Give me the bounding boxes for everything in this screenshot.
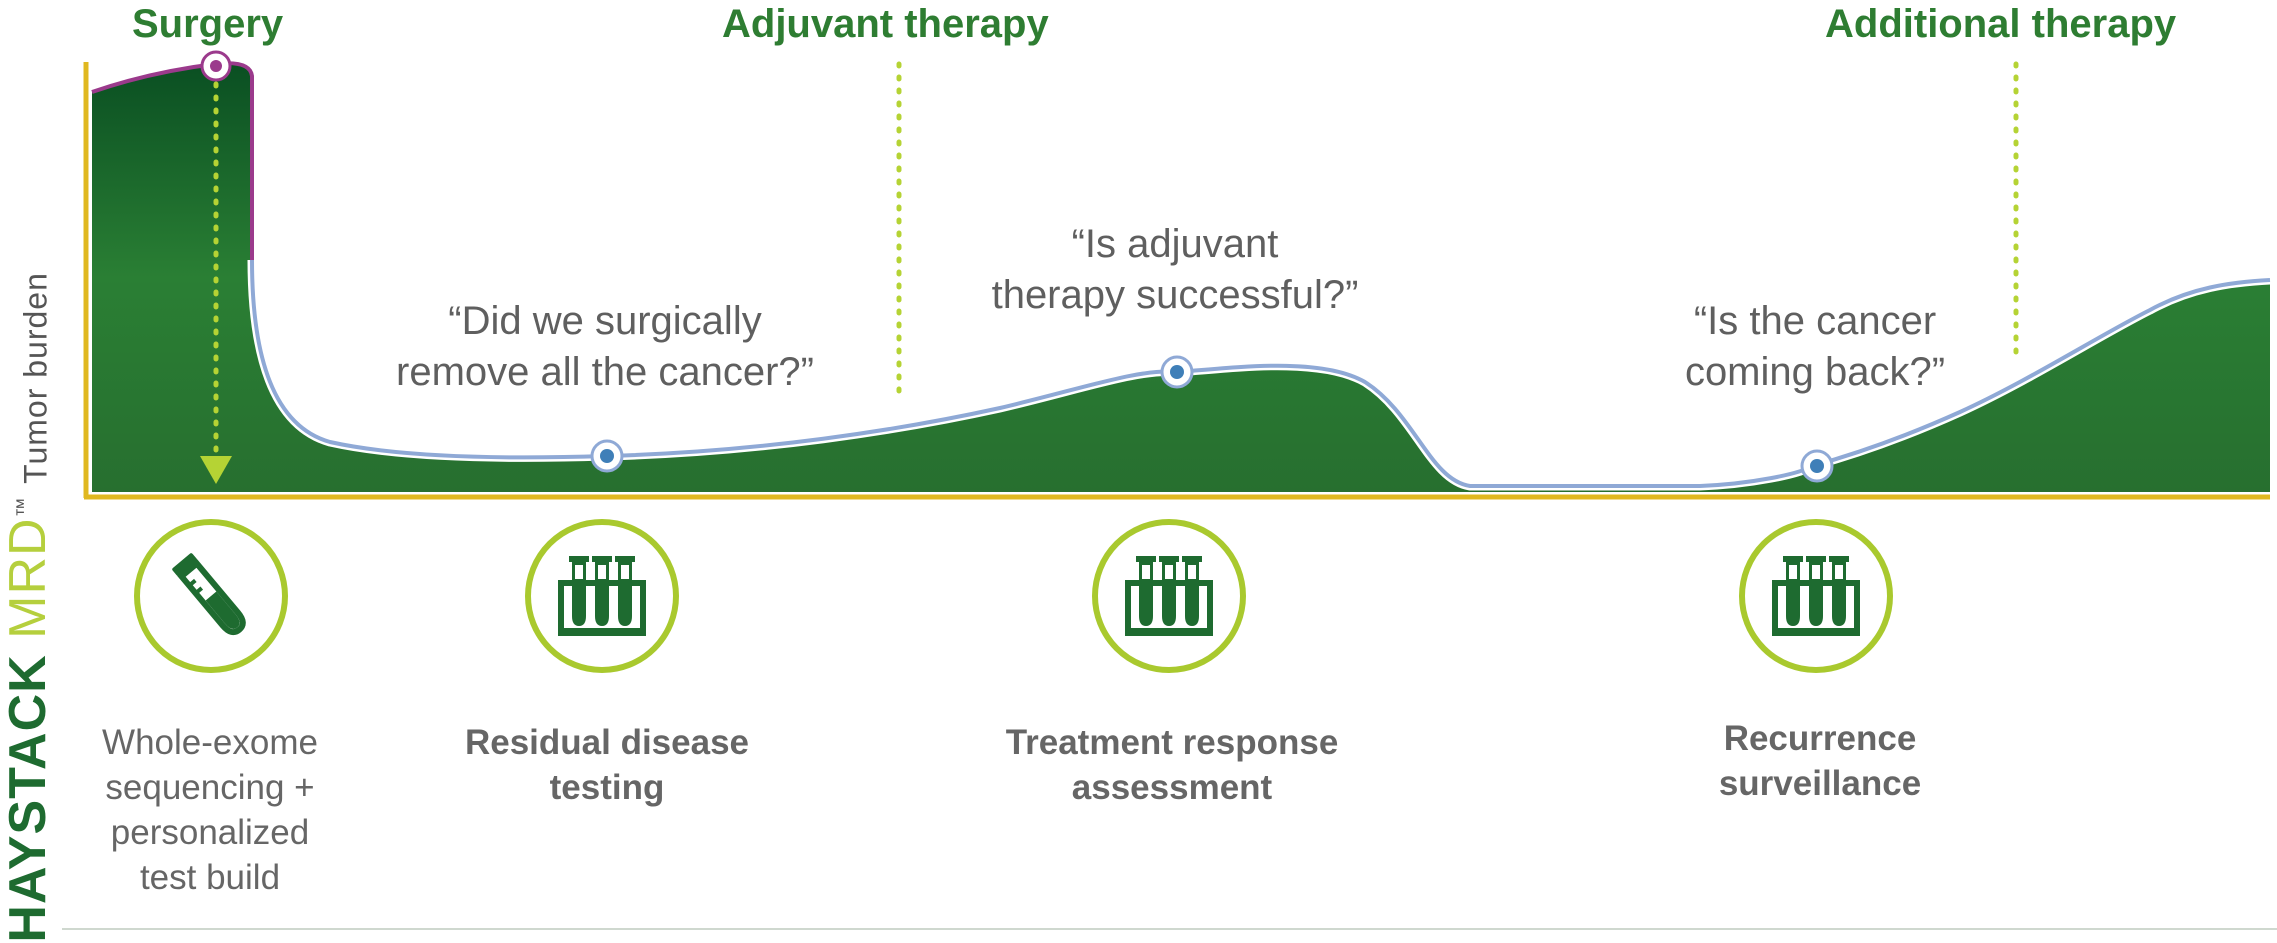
step-circle-recurrence bbox=[1739, 519, 1893, 673]
step-label-residual-disease: Residual disease testing bbox=[432, 720, 782, 810]
test-tube-rack-icon bbox=[1125, 556, 1213, 636]
residual-disease-marker bbox=[590, 439, 624, 473]
surgery-arrow-head bbox=[200, 456, 232, 484]
question-surgical: “Did we surgically remove all the cancer… bbox=[380, 296, 830, 398]
tumor-burden-area bbox=[92, 63, 2270, 492]
step-label-line: test build bbox=[139, 858, 281, 897]
treatment-response-marker bbox=[1160, 355, 1194, 389]
question-line: coming back?” bbox=[1684, 350, 1946, 394]
surgery-marker bbox=[200, 50, 232, 82]
recurrence-marker bbox=[1800, 449, 1834, 483]
step-label-line: Residual disease bbox=[464, 723, 750, 762]
phase-adjuvant-label: Adjuvant therapy bbox=[722, 2, 1049, 46]
question-line: “Is adjuvant bbox=[1071, 222, 1279, 266]
step-label-line: assessment bbox=[1071, 768, 1273, 807]
logo-word-mrd: MRD bbox=[0, 517, 57, 655]
step-label-line: Recurrence bbox=[1723, 719, 1917, 758]
step-circle-sequencing bbox=[134, 519, 288, 673]
step-circle-residual-disease bbox=[525, 519, 679, 673]
question-line: remove all the cancer?” bbox=[396, 350, 814, 394]
y-axis-label-text: Tumor burden bbox=[17, 272, 54, 484]
step-label-line: surveillance bbox=[1718, 764, 1922, 803]
step-circle-treatment-response bbox=[1092, 519, 1246, 673]
test-tube-icon bbox=[172, 553, 246, 636]
step-label-line: Whole-exome bbox=[102, 723, 318, 762]
test-tube-rack-icon bbox=[1772, 556, 1860, 636]
step-label-treatment-response: Treatment response assessment bbox=[972, 720, 1372, 810]
logo-trademark: ™ bbox=[13, 497, 35, 518]
bottom-divider bbox=[62, 928, 2277, 930]
step-label-line: testing bbox=[549, 768, 665, 807]
phase-surgery-label: Surgery bbox=[132, 2, 284, 46]
tumor-burden-line-blue bbox=[250, 259, 2271, 488]
test-tube-rack-icon bbox=[558, 556, 646, 636]
phase-additional-label: Additional therapy bbox=[1825, 2, 2177, 46]
step-label-line: personalized bbox=[110, 813, 310, 852]
question-line: “Did we surgically bbox=[448, 299, 762, 343]
step-label-recurrence: Recurrence surveillance bbox=[1670, 716, 1970, 806]
question-recurrence: “Is the cancer coming back?” bbox=[1660, 296, 1970, 398]
question-line: therapy successful?” bbox=[991, 273, 1359, 317]
step-label-line: sequencing + bbox=[105, 768, 315, 807]
question-line: “Is the cancer bbox=[1693, 299, 1937, 343]
question-adjuvant: “Is adjuvant therapy successful?” bbox=[970, 219, 1380, 321]
step-label-line: Treatment response bbox=[1005, 723, 1339, 762]
step-label-sequencing: Whole-exome sequencing + personalized te… bbox=[70, 720, 350, 900]
logo-word-haystack: HAYSTACK bbox=[0, 654, 57, 943]
